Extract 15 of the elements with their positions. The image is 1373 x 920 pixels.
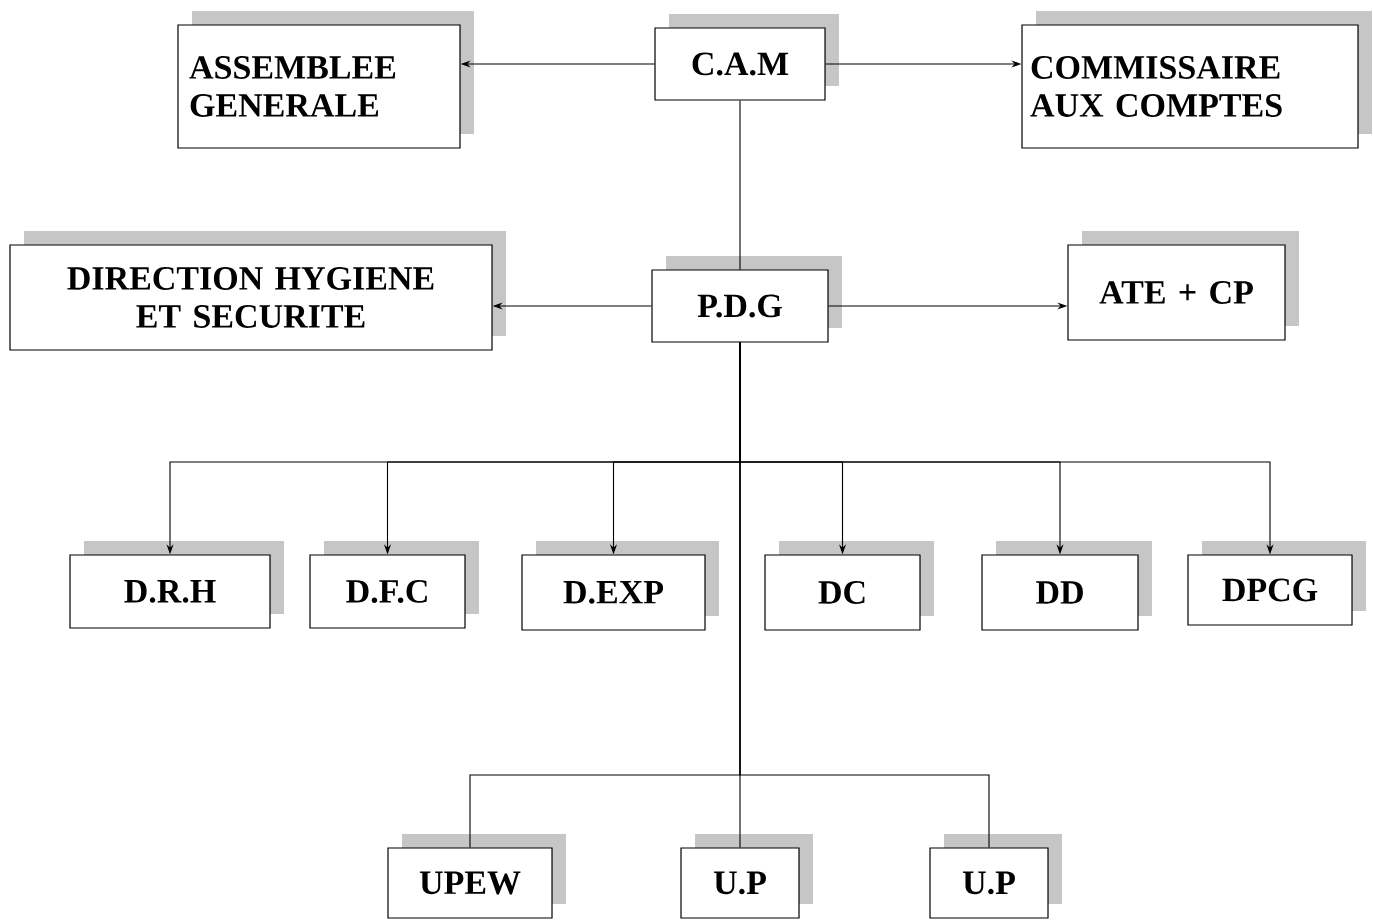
- org-box: P.D.G: [651, 256, 842, 343]
- org-box: D.R.H: [69, 541, 284, 629]
- org-box: DC: [764, 541, 934, 631]
- org-box: ATE + CP: [1067, 231, 1299, 341]
- org-box: DPCG: [1187, 541, 1366, 626]
- org-box: DIRECTION HYGIENE ET SECURITE: [9, 231, 506, 351]
- org-box: UPEW: [387, 834, 566, 919]
- org-box: D.F.C: [309, 541, 479, 629]
- org-box: COMMISSAIRE AUX COMPTES: [1021, 11, 1372, 149]
- org-box: C.A.M: [654, 14, 839, 101]
- org-box: U.P: [680, 834, 813, 919]
- org-box: U.P: [929, 834, 1062, 919]
- org-box: D.EXP: [521, 541, 719, 631]
- org-box: DD: [981, 541, 1152, 631]
- org-box: ASSEMBLEE GENERALE: [177, 11, 474, 149]
